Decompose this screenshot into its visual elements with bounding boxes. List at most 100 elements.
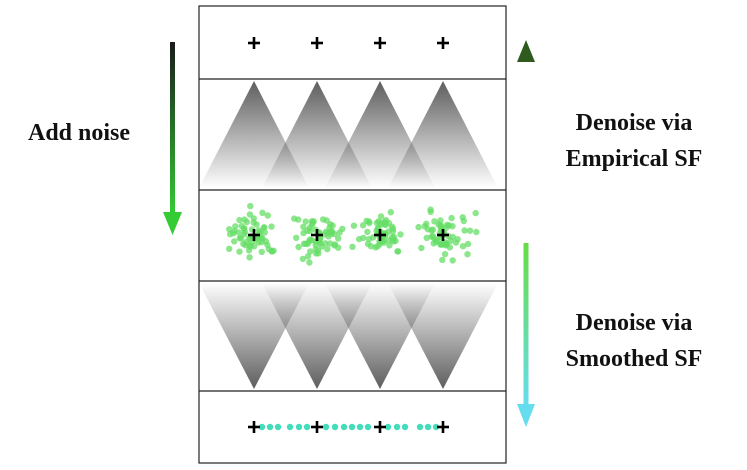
noisy-sample-dot [316, 235, 324, 243]
smoothed-sample-line [258, 423, 440, 431]
noisy-sample-dot [394, 248, 401, 255]
noisy-sample-dot [253, 221, 260, 228]
smoothed-label-line2: Smoothed SF [566, 346, 703, 372]
plus-marker-point-1 [248, 229, 260, 241]
noisy-sample-dot [226, 226, 233, 233]
noisy-sample-dot [464, 251, 471, 258]
add-noise-arrow-head [163, 212, 182, 235]
noisy-sample-dot [452, 239, 460, 246]
smoothed-sample-dot [274, 423, 282, 431]
add-noise-label: Add noise [28, 120, 130, 146]
panel-stack [198, 5, 507, 464]
smoothed-sample-dot [384, 423, 392, 431]
noisy-sample-dot [415, 223, 422, 231]
noisy-sample-dot [259, 235, 266, 242]
smoothed-sample-dot [424, 423, 432, 431]
noisy-sample-dot [231, 238, 238, 245]
noisy-sample-dot [464, 240, 472, 248]
smoothed-sample-dot [348, 423, 356, 431]
smoothed-sample-dot [432, 423, 440, 431]
noisy-sample-dot [299, 255, 307, 263]
add-noise-arrow-shaft [170, 42, 175, 214]
smoothed-sample-dot [295, 423, 303, 431]
smoothed-sf-arrow [517, 243, 535, 427]
noisy-sample-dot [428, 227, 435, 234]
smoothed-sample-dot [356, 423, 364, 431]
noisy-sample-dot [461, 227, 468, 234]
noisy-sample-dot [236, 235, 243, 242]
noisy-sample-dot [335, 244, 342, 251]
noisy-sample-dot [312, 241, 319, 249]
smoothed-sample-dot [401, 423, 409, 431]
noisy-sample-dot [429, 232, 436, 240]
noisy-sample-dot [232, 223, 239, 230]
noisy-sample-dot [430, 240, 437, 247]
noisy-sample-dot [377, 221, 384, 228]
noisy-sample-dot [329, 222, 336, 229]
plus-marker-point-4 [437, 37, 449, 49]
noisy-sample-dot [349, 243, 356, 250]
noisy-sample-dot [448, 214, 455, 222]
noisy-sample-dot [250, 215, 257, 222]
noisy-sample-dot [242, 242, 249, 249]
smoothed-sample-dot [416, 423, 424, 431]
smoothed-sample-dot [364, 423, 372, 431]
noisy-sample-dot [472, 209, 479, 217]
noisy-sample-dot [439, 256, 446, 264]
noisy-sample-dot [319, 216, 327, 223]
panel-frame [198, 5, 507, 464]
noisy-sample-dot [306, 236, 314, 243]
noisy-sample-dot [437, 241, 444, 248]
noisy-sample-dot [443, 224, 450, 231]
noisy-sample-dot [293, 234, 300, 241]
plus-marker-point-1 [248, 37, 260, 49]
smoothed-sample-dot [340, 423, 348, 431]
noisy-sample-dot [364, 228, 371, 236]
noisy-sample-dot [328, 228, 336, 235]
smoothed-sample-dot [322, 423, 330, 431]
noisy-sample-dot [302, 218, 309, 225]
noisy-sample-dot [363, 217, 370, 225]
noisy-sample-dot [268, 223, 275, 230]
noisy-sample-dot [356, 235, 363, 243]
noisy-sample-dot [307, 248, 314, 255]
noisy-sample-dot [473, 228, 480, 236]
smoothed-sf-arrow-head [517, 404, 535, 427]
empirical-cone-4 [388, 81, 498, 188]
noisy-sample-dot [386, 242, 393, 249]
noisy-sample-dot [466, 227, 474, 234]
noisy-sample-dot [247, 202, 254, 210]
plus-marker-point-4 [437, 229, 449, 241]
noisy-sample-dot [226, 245, 233, 252]
empirical-label-line2: Empirical SF [566, 146, 703, 172]
noisy-sample-dot [300, 223, 307, 231]
smoothed-cones [199, 283, 498, 389]
noisy-sample-dot [230, 230, 237, 237]
empirical-sf-arrow-head [517, 40, 535, 62]
noisy-sample-dot [390, 233, 398, 241]
noisy-sample-dot [367, 243, 375, 250]
plus-marker-point-3 [374, 421, 386, 433]
plus-marker-point-2 [311, 37, 323, 49]
noisy-sample-dot [427, 206, 434, 213]
noisy-sample-dot [377, 213, 385, 220]
noisy-sample-dot [243, 218, 251, 226]
noisy-sample-dot [449, 257, 456, 264]
noisy-sample-dot [359, 222, 367, 229]
noisy-sample-dot [397, 231, 404, 238]
noisy-sample-dot [258, 248, 265, 256]
smoothed-label-line1: Denoise via [576, 310, 693, 336]
noisy-sample-dot [259, 209, 266, 216]
empirical-cones [199, 81, 498, 188]
noisy-sample-dot [240, 225, 248, 232]
noisy-sample-dot [306, 259, 313, 266]
noisy-sample-dot [423, 234, 430, 241]
noisy-sample-dot [387, 209, 394, 216]
noisy-sample-dot [431, 218, 438, 225]
smoothed-sample-dot [393, 423, 401, 431]
empirical-label-line1: Denoise via [576, 110, 693, 136]
smoothed-sample-dot [266, 423, 274, 431]
plus-marker-point-4 [437, 421, 449, 433]
noisy-sample-dot [264, 212, 271, 219]
smoothed-sample-dot [286, 423, 294, 431]
